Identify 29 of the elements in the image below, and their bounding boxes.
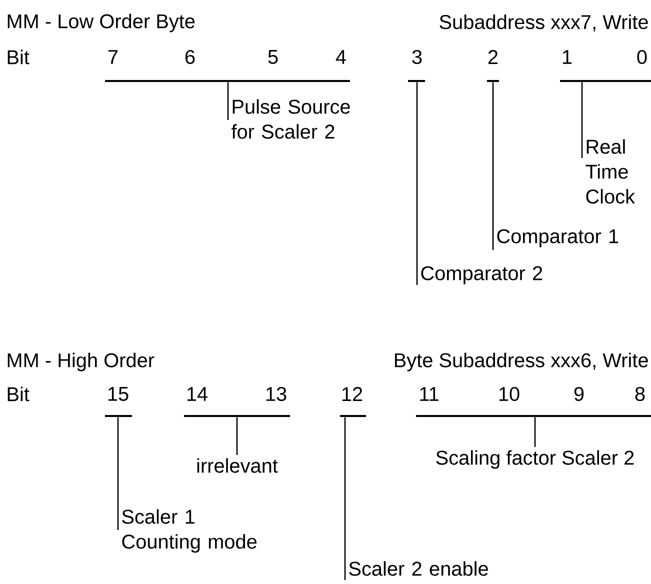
- leader-line: [227, 82, 229, 120]
- header-text: MM - Low Order Byte: [8, 14, 195, 32]
- bit-number: 15: [108, 387, 128, 401]
- bit-number: 11: [420, 387, 438, 401]
- field-label: Comparator 1: [497, 229, 618, 248]
- bit-number: 12: [342, 387, 362, 401]
- bit-number: 2: [488, 50, 498, 64]
- leader-line: [416, 82, 418, 285]
- bit-label: Bit: [8, 50, 30, 64]
- leader-line: [492, 82, 494, 250]
- field-label: Pulse Source for Scaler 2: [231, 99, 350, 139]
- header-text: MM - High Order: [8, 352, 154, 372]
- field-label: irrelevant: [197, 458, 278, 473]
- header-text: Byte Subaddress xxx6, Write: [395, 352, 648, 372]
- bit-number: 14: [187, 387, 208, 401]
- bit-label: Bit: [8, 386, 30, 402]
- leader-line: [534, 417, 536, 447]
- leader-line: [344, 417, 346, 580]
- field-label: Comparator 2: [421, 266, 542, 284]
- field-label: Scaler 1 Counting mode: [122, 509, 257, 553]
- field-label: Scaling factor Scaler 2: [436, 450, 634, 469]
- field-label: Scaler 2 enable: [349, 561, 488, 576]
- leader-line: [236, 417, 238, 455]
- bit-number: 13: [266, 386, 286, 402]
- bit-number: 3: [412, 50, 422, 64]
- header-text: Subaddress xxx7, Write: [440, 14, 648, 32]
- field-label: Real Time Clock: [586, 139, 636, 204]
- leader-line: [581, 82, 583, 158]
- leader-line: [117, 417, 119, 530]
